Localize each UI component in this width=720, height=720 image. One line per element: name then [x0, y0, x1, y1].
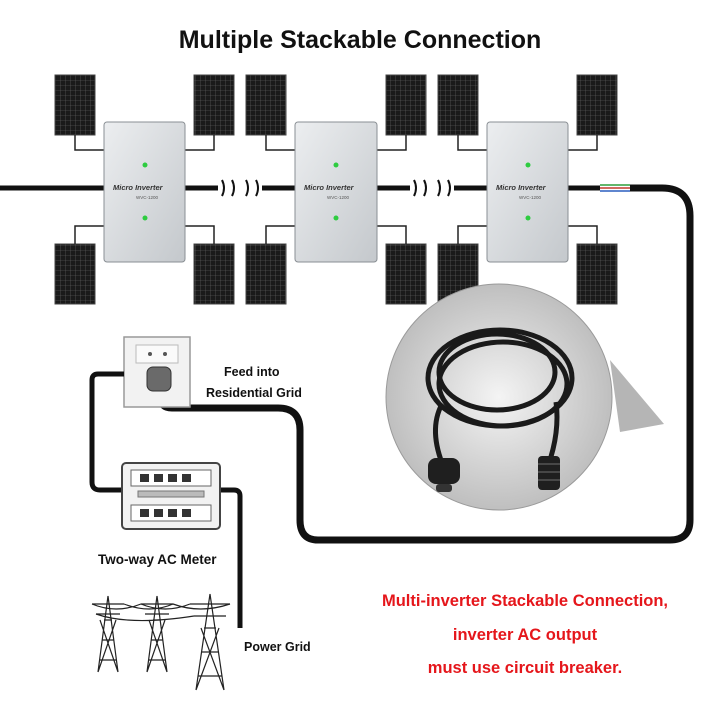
micro-inverter: Micro Inverter WVC-1200	[294, 121, 378, 263]
diagram-title: Multiple Stackable Connection	[178, 26, 542, 54]
feed-label-line2: Residential Grid	[206, 386, 302, 400]
solar-panel	[385, 74, 427, 136]
solar-panel	[576, 243, 618, 305]
transmission-tower	[92, 595, 124, 673]
note-line-3: must use circuit breaker.	[427, 659, 623, 677]
wall-socket	[123, 336, 191, 408]
ac-meter	[121, 462, 221, 530]
micro-inverter: Micro Inverter WVC-1200	[486, 121, 569, 263]
cable-closeup-bubble	[385, 283, 664, 511]
status-led	[333, 215, 339, 221]
inverter-sublabel: WVC-1200	[519, 195, 542, 200]
solar-panel	[245, 74, 287, 136]
power-grid-label: Power Grid	[244, 640, 311, 654]
inverter-sublabel: WVC-1200	[136, 195, 159, 200]
colored-wire-ends	[600, 184, 630, 192]
micro-inverter: Micro Inverter WVC-1200	[103, 121, 186, 263]
solar-panel	[54, 74, 96, 136]
meter-label: Two-way AC Meter	[98, 552, 217, 567]
dc-leads	[74, 135, 598, 244]
status-led	[142, 162, 148, 168]
inverter-label: Micro Inverter	[304, 183, 355, 192]
inverter-label: Micro Inverter	[113, 183, 164, 192]
solar-panel	[193, 243, 235, 305]
solar-panel	[437, 74, 479, 136]
inverter-sublabel: WVC-1200	[327, 195, 350, 200]
solar-panel	[54, 243, 96, 305]
transmission-lines	[91, 603, 231, 622]
transmission-tower	[141, 595, 173, 673]
solar-panels	[54, 74, 618, 305]
residential-wire	[89, 371, 124, 493]
note-line-1: Multi-inverter Stackable Connection,	[381, 592, 669, 610]
grid-wire	[220, 487, 243, 628]
solar-panel	[576, 74, 618, 136]
status-led	[142, 215, 148, 221]
feed-label-line1: Feed into	[224, 365, 280, 379]
ac-output-cable	[156, 184, 694, 544]
solar-panel	[245, 243, 287, 305]
transmission-tower	[190, 593, 230, 691]
schuko-plug	[428, 458, 460, 492]
status-led	[525, 162, 531, 168]
status-led	[333, 162, 339, 168]
waterproof-connector	[538, 456, 560, 490]
power-grid-towers	[91, 593, 231, 691]
cable-break-marks	[221, 179, 451, 197]
note-line-2: inverter AC output	[452, 626, 598, 644]
status-led	[525, 215, 531, 221]
solar-panel	[193, 74, 235, 136]
solar-panel	[385, 243, 427, 305]
plug	[146, 366, 172, 392]
inverter-label: Micro Inverter	[496, 183, 547, 192]
